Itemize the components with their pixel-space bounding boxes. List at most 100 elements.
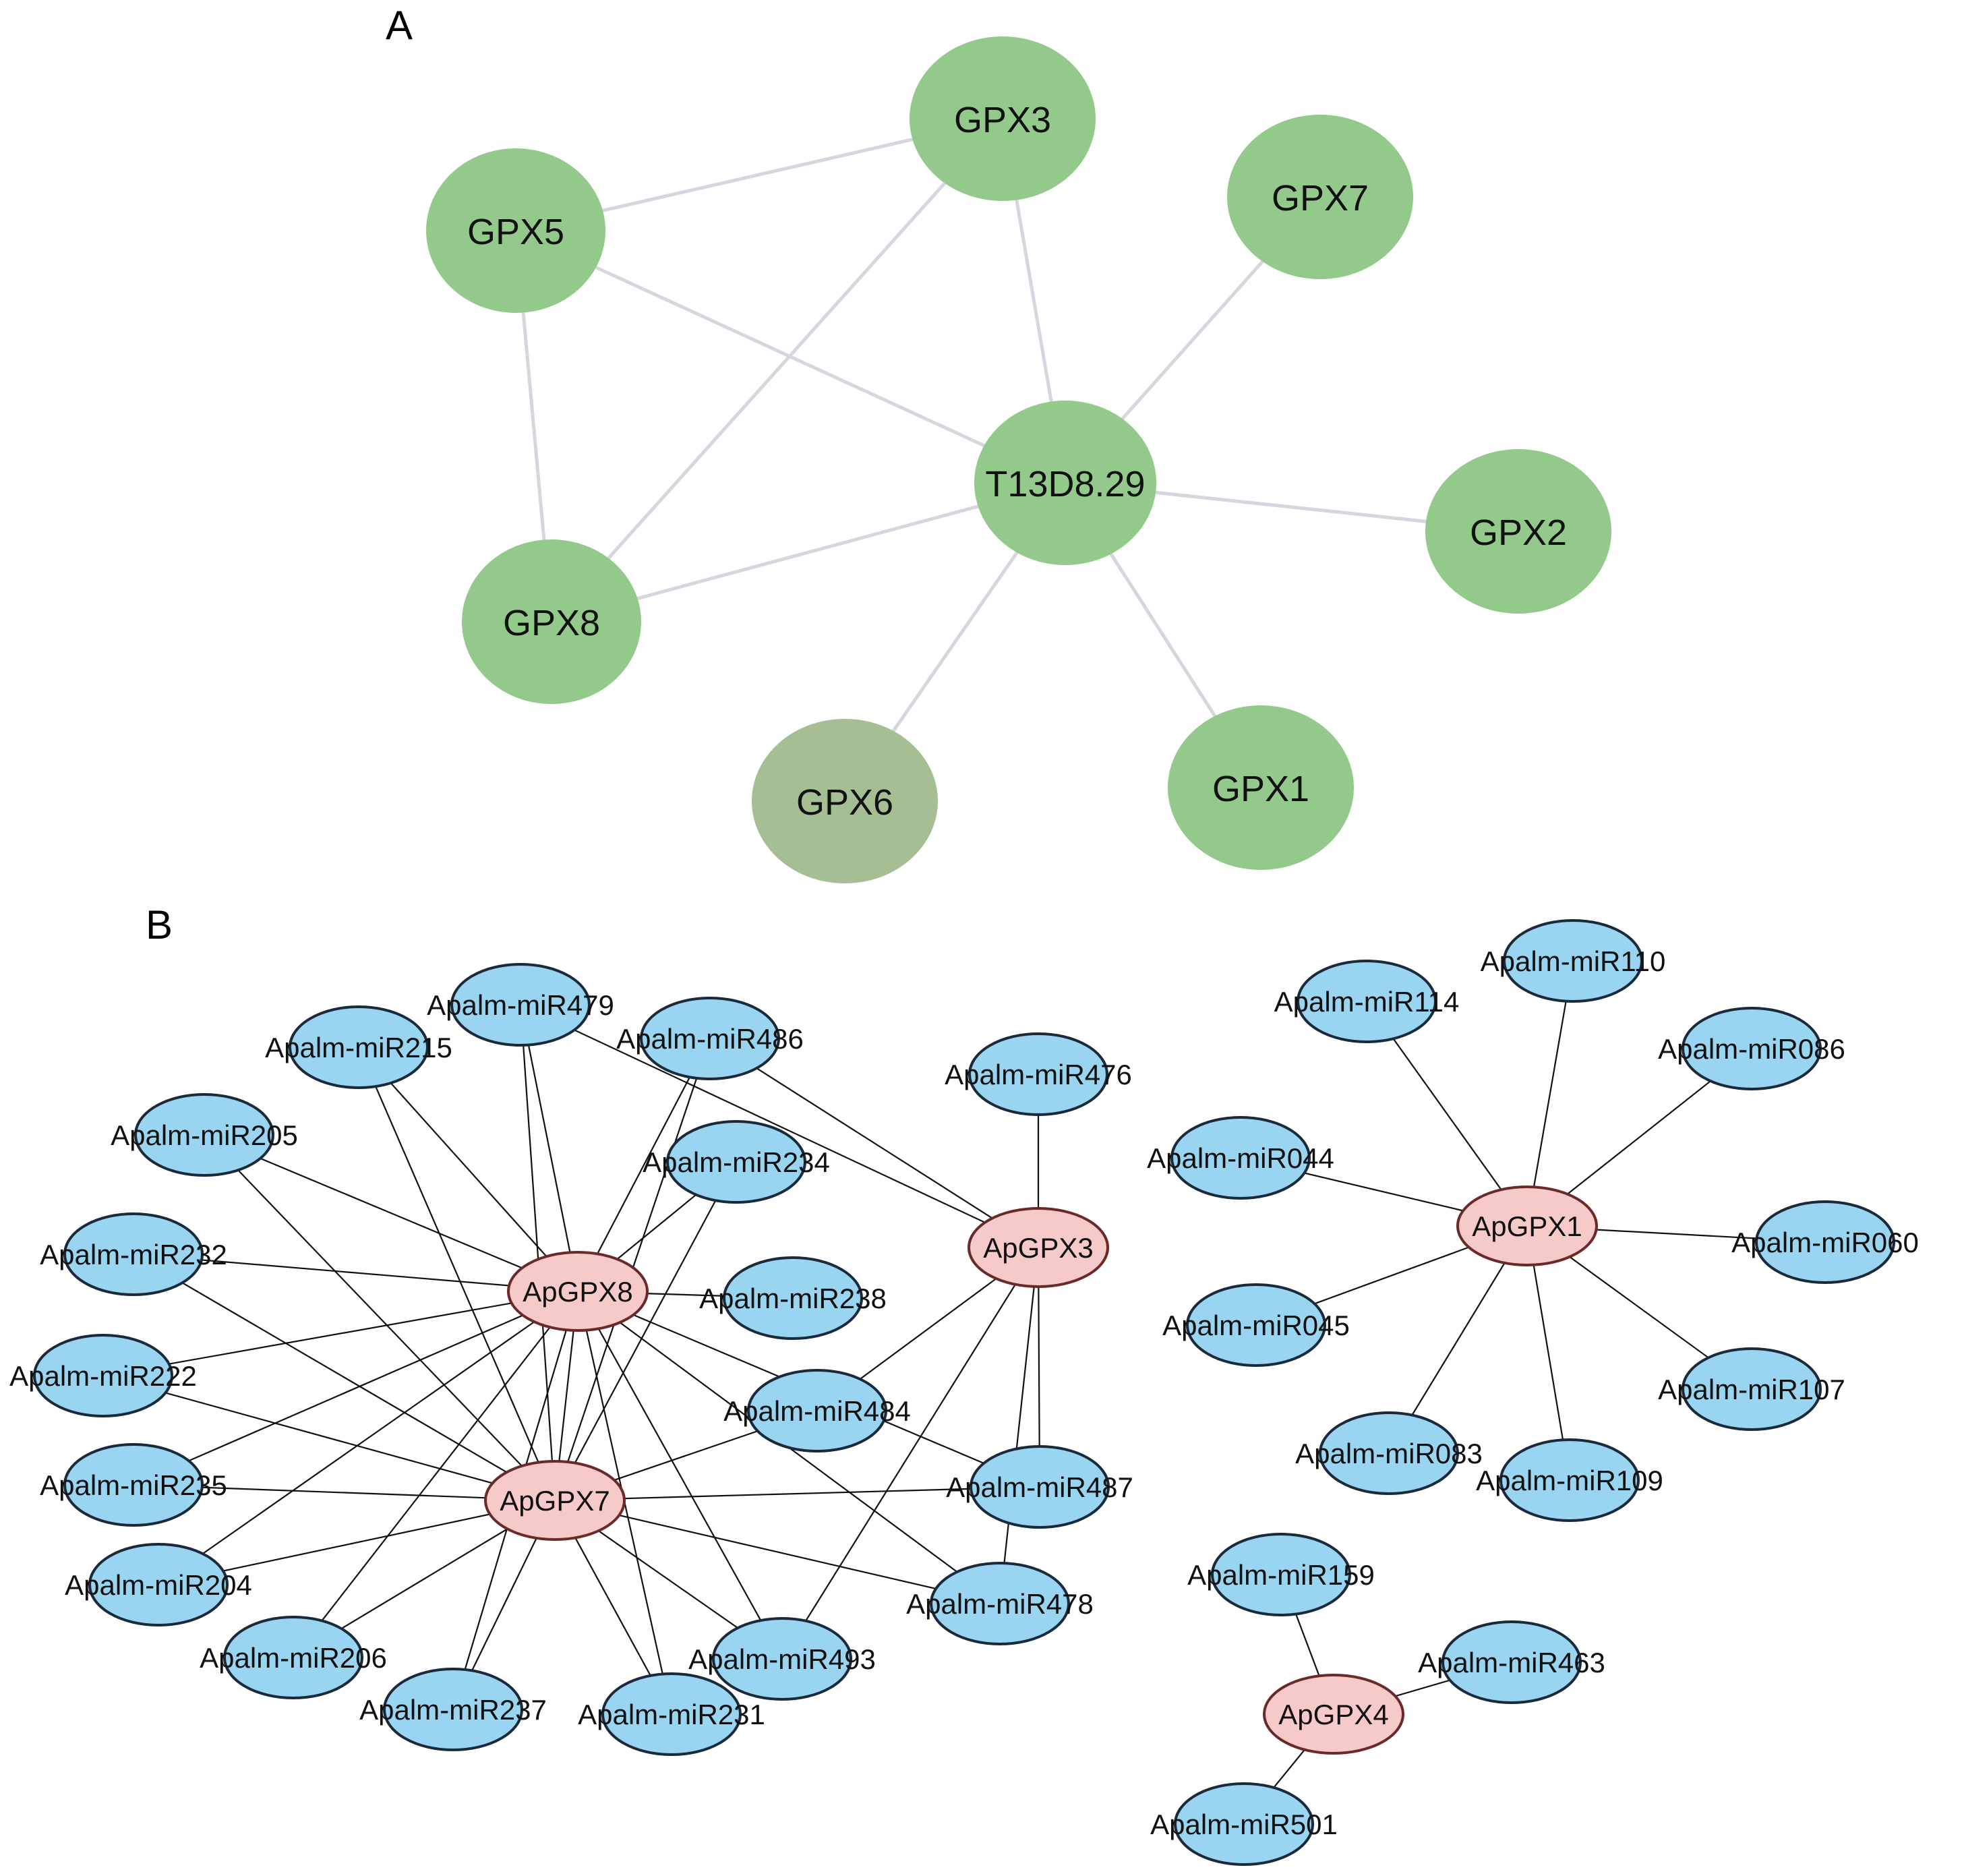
node-apgpx1: ApGPX1: [1456, 1185, 1598, 1266]
edge-apgpx8-mir232: [133, 1253, 578, 1293]
node-gpx6-shape: [752, 719, 938, 883]
node-mir493-shape: [712, 1617, 852, 1701]
node-mir044-label: Apalm-miR044: [1147, 1142, 1334, 1174]
node-gpx3: GPX3: [910, 36, 1096, 201]
node-mir501-shape: [1174, 1782, 1314, 1866]
node-mir159-shape: [1211, 1533, 1351, 1616]
node-mir060: Apalm-miR060: [1731, 1200, 1919, 1284]
node-mir478-shape: [930, 1562, 1070, 1645]
node-mir476-shape: [968, 1032, 1108, 1116]
node-mir109-shape: [1499, 1438, 1640, 1522]
node-gpx7-label: GPX7: [1272, 178, 1369, 218]
node-gpx7: GPX7: [1227, 115, 1413, 279]
node-gpx5-shape: [426, 148, 605, 313]
node-mir234-shape: [666, 1120, 806, 1204]
edge-apgpx8-mir205: [204, 1134, 578, 1293]
node-mir235-label: Apalm-miR235: [40, 1469, 227, 1501]
node-gpx1: GPX1: [1168, 705, 1354, 870]
node-mir215-label: Apalm-miR215: [265, 1032, 452, 1063]
node-mir493-label: Apalm-miR493: [688, 1643, 876, 1675]
node-apgpx4-label: ApGPX4: [1278, 1699, 1388, 1730]
edge-apgpx7-mir232: [133, 1254, 556, 1501]
node-mir476-label: Apalm-miR476: [945, 1059, 1132, 1090]
node-gpx5: GPX5: [426, 148, 605, 313]
node-mir486-shape: [640, 997, 780, 1080]
node-apgpx1-label: ApGPX1: [1472, 1210, 1582, 1242]
edge-apgpx8-mir479: [519, 1004, 579, 1292]
node-mir110-shape: [1503, 919, 1643, 1003]
node-gpx6-label: GPX6: [796, 782, 893, 823]
node-mir109: Apalm-miR109: [1476, 1438, 1663, 1522]
node-mir231-label: Apalm-miR231: [578, 1699, 765, 1730]
node-gpx2-label: GPX2: [1470, 512, 1567, 553]
edge-apgpx7-mir222: [102, 1374, 556, 1502]
node-mir222: Apalm-miR222: [9, 1334, 197, 1417]
node-mir501-label: Apalm-miR501: [1150, 1809, 1338, 1840]
node-mir110: Apalm-miR110: [1481, 919, 1666, 1003]
node-mir205-shape: [134, 1093, 274, 1177]
node-mir238-label: Apalm-miR238: [699, 1283, 887, 1314]
edge-apgpx7-mir479: [519, 1004, 556, 1501]
node-mir484-shape: [747, 1369, 887, 1453]
edge-apgpx7-mir215: [357, 1047, 556, 1501]
node-mir486-label: Apalm-miR486: [616, 1023, 804, 1055]
edge-gpx3-gpx8: [550, 117, 1004, 623]
edge-apgpx8-mir235: [133, 1290, 578, 1486]
edge-apgpx1-mir109: [1526, 1225, 1571, 1481]
node-mir086: Apalm-miR086: [1658, 1007, 1845, 1090]
node-mir107-shape: [1682, 1347, 1822, 1431]
node-gpx7-shape: [1227, 115, 1413, 279]
edge-apgpx7-mir478: [554, 1499, 1001, 1605]
node-mir045-shape: [1186, 1283, 1326, 1367]
node-mir045: Apalm-miR045: [1162, 1283, 1350, 1367]
node-mir114-shape: [1297, 960, 1437, 1043]
node-mir159-label: Apalm-miR159: [1187, 1559, 1375, 1591]
node-apgpx7-label: ApGPX7: [500, 1485, 610, 1517]
node-apgpx8-label: ApGPX8: [523, 1276, 632, 1308]
node-mir501: Apalm-miR501: [1150, 1782, 1338, 1866]
node-gpx3-label: GPX3: [954, 100, 1051, 140]
panel-b-label: B: [146, 902, 173, 947]
edge-apgpx8-mir215: [358, 1047, 578, 1292]
edge-apgpx3-mir478: [999, 1247, 1040, 1604]
node-mir235-shape: [63, 1443, 204, 1527]
node-apgpx8-shape: [507, 1251, 649, 1332]
node-gpx2: GPX2: [1425, 449, 1611, 614]
node-mir487-shape: [970, 1445, 1110, 1529]
node-mir044-shape: [1170, 1116, 1311, 1200]
edge-apgpx3-mir493: [781, 1247, 1039, 1660]
node-mir479-shape: [450, 963, 591, 1047]
node-gpx8: GPX8: [462, 539, 641, 704]
node-mir478-label: Apalm-miR478: [906, 1588, 1094, 1620]
node-apgpx7-shape: [484, 1460, 626, 1541]
node-mir478: Apalm-miR478: [906, 1562, 1094, 1645]
node-gpx8-shape: [462, 539, 641, 704]
node-mir204-label: Apalm-miR204: [65, 1569, 252, 1601]
node-mir205-label: Apalm-miR205: [111, 1119, 298, 1151]
node-mir206: Apalm-miR206: [200, 1616, 387, 1699]
node-mir206-label: Apalm-miR206: [200, 1642, 387, 1674]
node-mir083-label: Apalm-miR083: [1295, 1438, 1483, 1469]
node-mir231: Apalm-miR231: [578, 1672, 765, 1756]
node-mir110-label: Apalm-miR110: [1481, 945, 1666, 977]
node-mir045-label: Apalm-miR045: [1162, 1310, 1350, 1341]
edge-apgpx8-mir486: [577, 1038, 711, 1292]
node-mir232: Apalm-miR232: [40, 1212, 227, 1296]
edge-apgpx7-mir234: [554, 1161, 737, 1501]
node-gpx5-label: GPX5: [467, 212, 564, 252]
node-mir114-label: Apalm-miR114: [1274, 986, 1460, 1018]
node-mir234: Apalm-miR234: [643, 1120, 830, 1204]
node-mir463-shape: [1441, 1620, 1582, 1704]
edge-apgpx8-mir222: [102, 1290, 578, 1377]
node-mir479-label: Apalm-miR479: [427, 989, 614, 1021]
node-mir159: Apalm-miR159: [1187, 1533, 1375, 1616]
node-mir215: Apalm-miR215: [265, 1005, 452, 1089]
node-mir060-shape: [1755, 1200, 1895, 1284]
node-gpx2-shape: [1425, 449, 1611, 614]
node-mir238: Apalm-miR238: [699, 1256, 887, 1340]
node-apgpx3: ApGPX3: [968, 1207, 1109, 1288]
edge-apgpx8-mir206: [293, 1291, 578, 1658]
node-mir109-label: Apalm-miR109: [1476, 1465, 1663, 1496]
node-mir231-shape: [601, 1672, 742, 1756]
node-mir206-shape: [223, 1616, 363, 1699]
